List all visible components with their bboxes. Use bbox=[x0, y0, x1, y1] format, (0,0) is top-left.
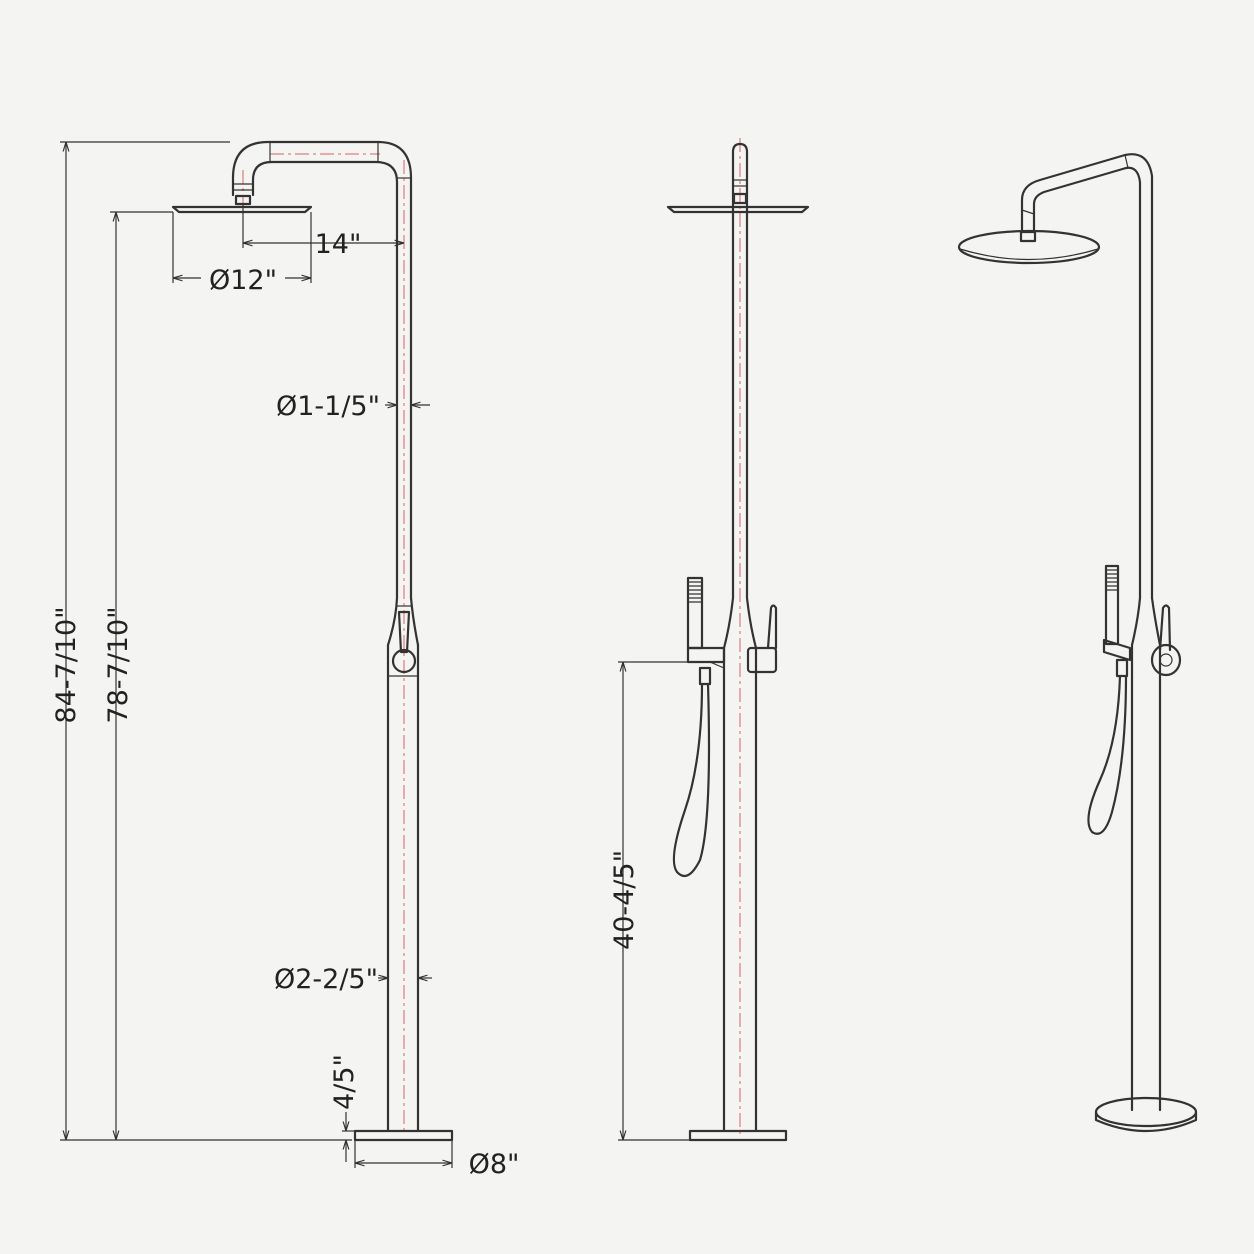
dim-handshower-height-label: 40-4/5" bbox=[609, 850, 640, 950]
side-holder bbox=[686, 646, 726, 664]
side-lever bbox=[766, 604, 778, 650]
front-body-left bbox=[386, 596, 399, 1132]
side-body-left bbox=[722, 596, 735, 1132]
side-hose bbox=[672, 682, 711, 878]
front-base bbox=[353, 1129, 454, 1142]
dim-head-height-label: 78-7/10" bbox=[103, 606, 134, 723]
front-knob bbox=[391, 648, 417, 674]
front-arm-outer bbox=[231, 140, 413, 600]
iso-handshower bbox=[1104, 564, 1120, 646]
side-knob bbox=[746, 646, 778, 674]
iso-base-top bbox=[1094, 1096, 1198, 1128]
side-handshower bbox=[686, 576, 704, 650]
iso-hose bbox=[1087, 674, 1128, 835]
dim-arm-reach-label: 14" bbox=[315, 229, 362, 260]
side-view: 40-4/5" bbox=[609, 138, 810, 1142]
iso-body-right bbox=[1150, 596, 1162, 1112]
iso-knob bbox=[1150, 643, 1182, 677]
iso-arm-outer bbox=[1020, 153, 1154, 600]
iso-shower-head bbox=[957, 229, 1101, 265]
dim-lower-pipe-label: Ø2-2/5" bbox=[274, 964, 378, 995]
side-body-right bbox=[745, 596, 758, 1132]
iso-base-side bbox=[1094, 1110, 1198, 1133]
side-base bbox=[688, 1129, 788, 1142]
side-riser bbox=[731, 142, 749, 600]
iso-lever bbox=[1158, 604, 1172, 652]
dim-total-height-label: 84-7/10" bbox=[51, 606, 82, 723]
dim-head-diameter-label: Ø12" bbox=[209, 265, 277, 296]
dim-base-thickness-label: 4/5" bbox=[329, 1054, 360, 1110]
front-body-right bbox=[409, 596, 420, 1132]
front-lever bbox=[397, 610, 411, 654]
isometric-view bbox=[957, 153, 1198, 1133]
front-shower-head bbox=[171, 205, 313, 214]
iso-holder bbox=[1102, 638, 1132, 662]
iso-body-left bbox=[1130, 596, 1142, 1112]
dim-upper-pipe-label: Ø1-1/5" bbox=[276, 391, 380, 422]
front-head-connector bbox=[234, 194, 252, 206]
front-arm-inner bbox=[251, 160, 399, 600]
front-view: 84-7/10" 78-7/10" 14" Ø12" Ø1-1/5" Ø2-2/… bbox=[51, 140, 520, 1180]
iso-arm-inner bbox=[1032, 166, 1142, 600]
side-shower-head bbox=[666, 205, 810, 214]
side-hose-connector bbox=[698, 666, 712, 686]
dim-base-diameter-label: Ø8" bbox=[469, 1149, 520, 1180]
